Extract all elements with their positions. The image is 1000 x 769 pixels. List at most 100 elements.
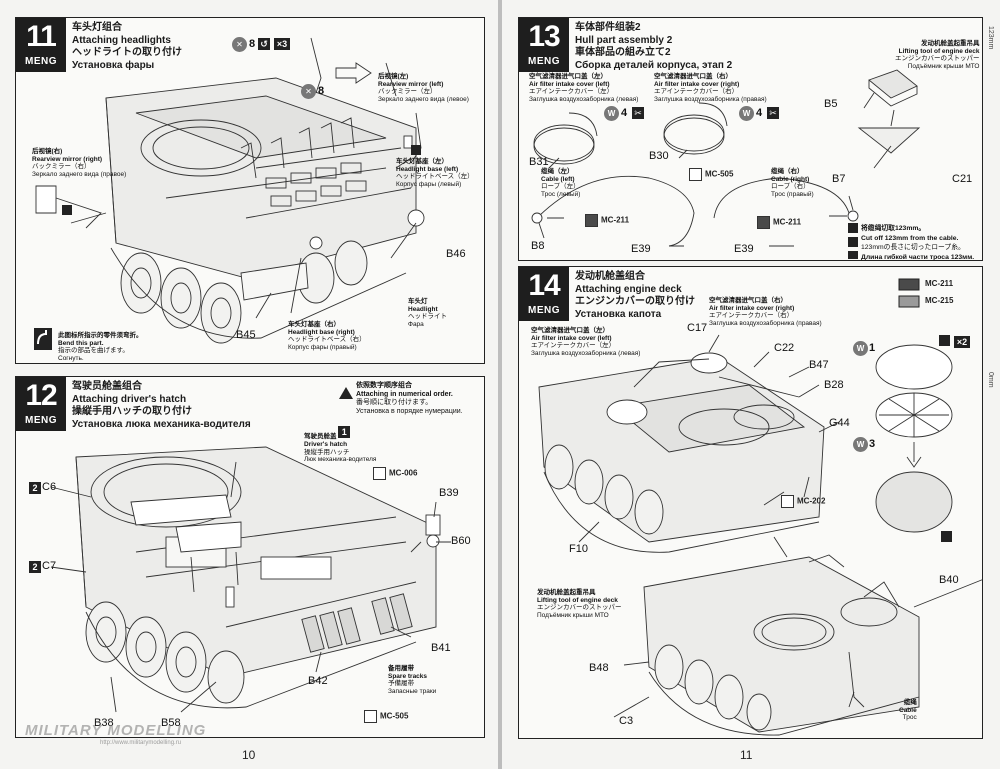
part-b47: B47 <box>809 359 829 371</box>
title-en: Attaching driver's hatch <box>72 393 187 405</box>
title-cn: 车体部件组装2 <box>575 22 641 33</box>
right-page: 13 MENG 车体部件组装2 Hull part assembly 2 車体部… <box>502 0 1000 769</box>
part-b40: B40 <box>939 574 959 586</box>
engine-deck-drawing <box>538 278 982 736</box>
brand-logo: MENG <box>528 56 560 67</box>
step-badge: 14 MENG <box>519 267 569 321</box>
title-en: Attaching engine deck <box>575 283 682 295</box>
part-g44: G44 <box>829 417 850 429</box>
cable-right-label: 缆绳（右）Cable (right)ロープ（右）Трос (правый) <box>771 168 814 198</box>
multiply-3-badge: ×3 <box>274 38 290 50</box>
paint-mc211-legend: MC-211 <box>925 279 954 288</box>
step-badge: 13 MENG <box>519 18 569 72</box>
page-number-left: 10 <box>242 748 256 762</box>
step-badge: 12 MENG <box>16 377 66 431</box>
paint-mc211-right: MC-211 <box>757 216 801 229</box>
paint-mc505: MC-505 <box>364 710 408 723</box>
title-jp: ヘッドライトの取り付け <box>72 47 182 58</box>
part-b30: B30 <box>649 150 669 162</box>
w4b-num: 4 <box>756 107 763 119</box>
step-number: 14 <box>528 269 560 302</box>
hatch-number: 1 <box>338 426 351 438</box>
paint-mc505: MC-505 <box>689 168 733 181</box>
multiply-2-badge: ×2 <box>954 336 970 348</box>
step-14-panel: 14 MENG 发动机舱盖组合 Attaching engine deck エン… <box>518 266 983 739</box>
title-en: Hull part assembly 2 <box>575 34 673 46</box>
watermark-url: http://www.militarymodelling.ru <box>100 740 182 746</box>
w-cut-icon-2: W <box>739 106 754 121</box>
part-b8: B8 <box>531 240 545 252</box>
part-c21: C21 <box>952 173 973 185</box>
mirror-left-label: 后视镜(左)Rearview mirror (left)バックミラー（左）Зер… <box>378 73 469 103</box>
step-badge: 11 MENG <box>16 18 66 72</box>
part-e39-right: E39 <box>734 243 754 255</box>
step-13-panel: 13 MENG 车体部件组装2 Hull part assembly 2 車体部… <box>518 17 983 261</box>
w3-num: 3 <box>869 438 876 450</box>
w3-part-icon: W <box>853 437 868 452</box>
part-b41: B41 <box>431 642 451 654</box>
part-c22: C22 <box>774 342 795 354</box>
part-b42: B42 <box>308 675 328 687</box>
part-b58: B58 <box>161 717 181 729</box>
qty-box-c7: 2 <box>29 561 41 573</box>
paint-mc202: MC-202 <box>781 495 825 508</box>
title-jp: 車体部品の組み立て2 <box>575 47 671 58</box>
cut-cable-note: 将缆绳切取123mm。Cut off 123mm from the cable.… <box>861 225 975 261</box>
w-cut-icon-1: W <box>604 106 619 121</box>
part-c17: C17 <box>687 322 708 334</box>
title-jp: 操縦手用ハッチの取り付け <box>72 406 192 417</box>
cut-icon-2: ✂ <box>767 107 779 119</box>
page-gutter <box>498 0 502 769</box>
title-cn: 驾驶员舱盖组合 <box>72 381 142 392</box>
step-number: 12 <box>25 379 57 412</box>
qty-2: 2 <box>962 337 968 347</box>
brand-logo: MENG <box>25 56 57 67</box>
step-number: 11 <box>26 20 57 53</box>
w1-part-icon: W <box>853 341 868 356</box>
part-b60: B60 <box>451 535 471 547</box>
part-b31: B31 <box>529 156 549 168</box>
qty-3: 3 <box>282 39 288 49</box>
part-e39-left: E39 <box>631 243 651 255</box>
cover-right-label: 空气滤清器进气口盖（右）Air filter intake cover (rig… <box>709 297 822 327</box>
title-cn: 发动机舱盖组合 <box>575 271 645 282</box>
base-right-label: 车头灯基座（右）Headlight base (right)ヘッドライトベース（… <box>288 321 366 351</box>
mirror-right-label: 后视镜(右)Rearview mirror (right)バックミラー（右）Зе… <box>32 148 127 178</box>
part-c3: C3 <box>619 715 634 727</box>
driver-hatch-drawing <box>50 387 451 713</box>
step-12-panel: 12 MENG 驾驶员舱盖组合 Attaching driver's hatch… <box>15 376 485 738</box>
paint-mc211-left: MC-211 <box>585 214 629 227</box>
watermark: MILITARY MODELLING <box>25 722 207 739</box>
part-b28: B28 <box>824 379 844 391</box>
step-number: 13 <box>528 20 560 53</box>
cover-right-label: 空气滤清器进气口盖（右）Air filter intake cover (rig… <box>654 73 767 103</box>
hull-parts-drawing <box>531 69 921 259</box>
title-ru: Установка фары <box>72 59 155 71</box>
cover-left-label: 空气滤清器进气口盖（左）Air filter intake cover (lef… <box>529 73 639 103</box>
cover-left-label: 空气滤清器进气口盖（左）Air filter intake cover (lef… <box>531 327 641 357</box>
qty-8: 8 <box>249 38 256 50</box>
title-ru: Установка капота <box>575 308 662 320</box>
paint-mc006: MC-006 <box>373 467 417 480</box>
left-page: 11 MENG 车头灯组合 Attaching headlights ヘッドライ… <box>0 0 498 769</box>
headlight-assembly-drawing <box>34 37 425 350</box>
bend-icon: ↺ <box>258 38 270 50</box>
part-f10: F10 <box>569 543 588 555</box>
title-cn: 车头灯组合 <box>72 22 122 33</box>
w1-num: 1 <box>869 342 876 354</box>
part-c7: C7 <box>42 560 57 572</box>
step-title: 发动机舱盖组合 Attaching engine deck エンジンカバーの取り… <box>575 271 695 321</box>
part-c6: C6 <box>42 481 57 493</box>
qty-8b: 8 <box>318 85 325 97</box>
title-ru: Установка люка механика-водителя <box>72 418 251 430</box>
part-b48: B48 <box>589 662 609 674</box>
title-jp: エンジンカバーの取り付け <box>575 296 695 307</box>
part-b5: B5 <box>824 98 838 110</box>
brand-logo: MENG <box>25 415 57 426</box>
